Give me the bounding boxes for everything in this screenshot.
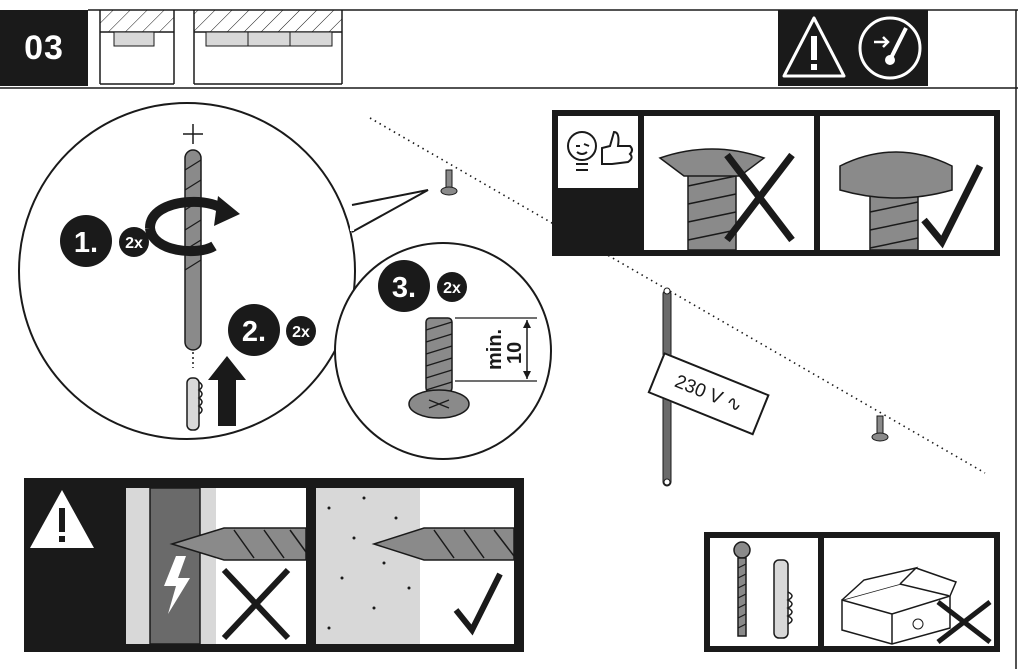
substep-3-multiplier-text: 2x [443,280,461,297]
lightning-icon [164,556,190,614]
depth-value: 10 [504,342,526,364]
substep-3-multiplier: 2x [437,272,467,302]
warning-icon [782,16,846,78]
substep-3-number: 3. [392,272,416,304]
screw-small-1 [440,169,458,196]
cross-icon [724,152,795,243]
substep-1-badge: 1. [60,215,112,267]
substep-1-number: 1. [74,227,98,259]
check-icon [921,164,984,249]
substep-3-badge: 3. [378,260,430,312]
substep-2-multiplier: 2x [286,316,316,346]
drilling-detail: 1. 2x 2. 2x [18,102,429,440]
depth-label: min. [484,329,506,370]
drilling-warning-panel [24,478,524,652]
substep-2-number: 2. [242,316,266,348]
check-icon [453,572,503,636]
substep-2-badge: 2. [228,304,280,356]
cross-icon [221,567,291,641]
substep-2-multiplier-text: 2x [292,324,310,341]
ceiling-diagram [99,10,343,85]
hardware-panel [704,532,1000,652]
warning-icon [30,490,94,548]
screw-detail: 3. 2x min. 10 [334,242,552,460]
power-off-switch-icon [858,16,922,80]
step-number-badge: 03 [0,10,88,86]
cross-icon [936,600,992,644]
substep-1-multiplier-text: 2x [125,235,143,252]
tip-bulb-thumbs-up-icon [558,116,638,188]
screw-head-tip-panel [552,110,1000,256]
screw-small-2 [871,415,889,442]
substep-1-multiplier: 2x [119,227,149,257]
safety-header [778,10,928,86]
